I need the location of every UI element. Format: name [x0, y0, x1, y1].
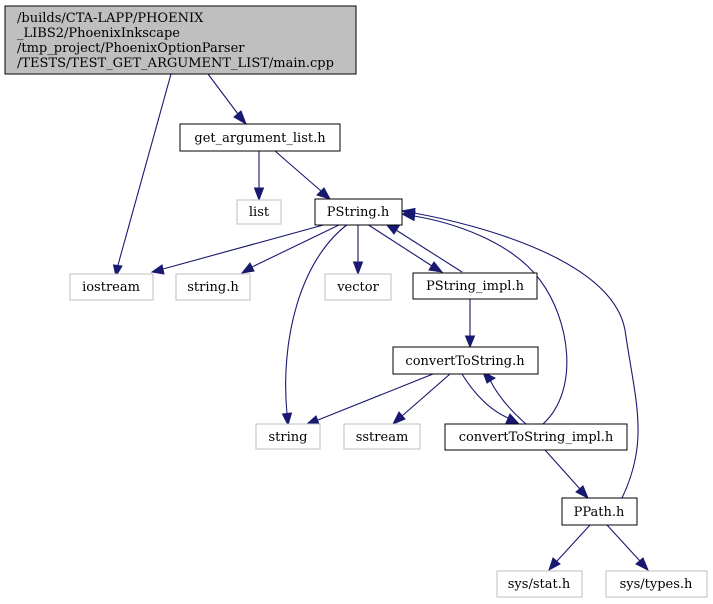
node-get-argument-list-h[interactable]: get_argument_list.h [179, 123, 341, 152]
graph-nodes: /builds/CTA-LAPP/PHOENIX _LIBS2/PhoenixI… [4, 5, 708, 598]
arrowhead [391, 411, 406, 425]
node-sys-stat-h: sys/stat.h [496, 570, 583, 598]
node-label: vector [336, 280, 379, 295]
edge-ppath-to-pstring [413, 212, 639, 499]
edge-get-argument-list-to-pstring [274, 150, 322, 192]
edge-pstring-to-string-h [251, 223, 342, 268]
edge-pstring-to-pstring-impl [366, 223, 433, 267]
edge-convert-to-sstream [401, 373, 451, 417]
node-label: string.h [187, 280, 239, 295]
node-convert-to-string-impl-h[interactable]: convertToString_impl.h [444, 423, 628, 451]
node-main-cpp[interactable]: /builds/CTA-LAPP/PHOENIX _LIBS2/PhoenixI… [4, 5, 357, 75]
root-path-line-1: /builds/CTA-LAPP/PHOENIX [17, 11, 204, 26]
arrowhead [305, 415, 320, 425]
edge-convert-to-string [317, 373, 434, 421]
edge-convert-impl-to-pstring [413, 215, 568, 425]
edge-ppath-to-sys-stat [556, 524, 591, 562]
edge-main-to-get-argument-list [207, 73, 239, 115]
edge-ppath-to-sys-types [606, 524, 641, 562]
node-label: PPath.h [574, 505, 625, 520]
arrowhead [575, 485, 589, 500]
node-string-h: string.h [175, 273, 251, 301]
node-label: convertToString.h [405, 354, 525, 369]
node-sys-types-h: sys/types.h [605, 570, 708, 598]
arrowhead [464, 335, 476, 349]
arrowhead [428, 261, 444, 273]
edge-convert-impl-to-ppath [544, 449, 581, 490]
node-list: list [236, 199, 282, 225]
root-path-line-3: /tmp_project/PhoenixOptionParser [17, 41, 245, 56]
node-sstream: sstream [343, 423, 421, 450]
root-path-line-2: _LIBS2/PhoenixInkscape [17, 26, 180, 41]
arrowhead [400, 207, 416, 219]
node-label: iostream [82, 280, 140, 295]
edge-main-to-iostream [117, 73, 172, 266]
node-label: PString.h [327, 205, 390, 220]
node-label: convertToString_impl.h [459, 430, 614, 445]
root-path-line-4: /TESTS/TEST_GET_ARGUMENT_LIST/main.cpp [17, 56, 334, 71]
arrowhead [240, 262, 255, 274]
node-string: string [255, 423, 321, 450]
node-label: sys/types.h [620, 577, 693, 592]
node-label: string [269, 430, 308, 445]
node-vector: vector [324, 273, 392, 301]
edge-convert-impl-to-convert [489, 379, 527, 425]
node-pstring-h[interactable]: PString.h [314, 198, 403, 226]
node-iostream: iostream [69, 273, 154, 301]
node-label: PString_impl.h [426, 279, 525, 294]
node-label: sys/stat.h [508, 577, 571, 592]
arrowhead [281, 412, 293, 427]
arrowhead [233, 110, 247, 126]
node-label: get_argument_list.h [194, 131, 326, 146]
edge-pstring-to-string [285, 223, 349, 415]
edge-pstring-to-iostream [162, 223, 328, 270]
arrowhead [253, 187, 265, 202]
arrowhead [635, 557, 649, 572]
arrowhead [548, 557, 561, 572]
arrowhead [316, 187, 332, 200]
graph-edges [112, 73, 649, 572]
edge-convert-to-convert-impl [461, 373, 509, 419]
arrowhead [150, 264, 165, 275]
node-convert-to-string-h[interactable]: convertToString.h [392, 346, 539, 375]
arrowhead [352, 261, 364, 276]
node-label: sstream [356, 430, 409, 445]
edge-pstring-impl-to-pstring [395, 229, 463, 273]
node-label: list [249, 205, 270, 220]
node-ppath-h[interactable]: PPath.h [561, 497, 638, 526]
node-pstring-impl-h[interactable]: PString_impl.h [412, 272, 538, 300]
arrowhead [482, 370, 497, 384]
arrowhead [112, 264, 123, 278]
